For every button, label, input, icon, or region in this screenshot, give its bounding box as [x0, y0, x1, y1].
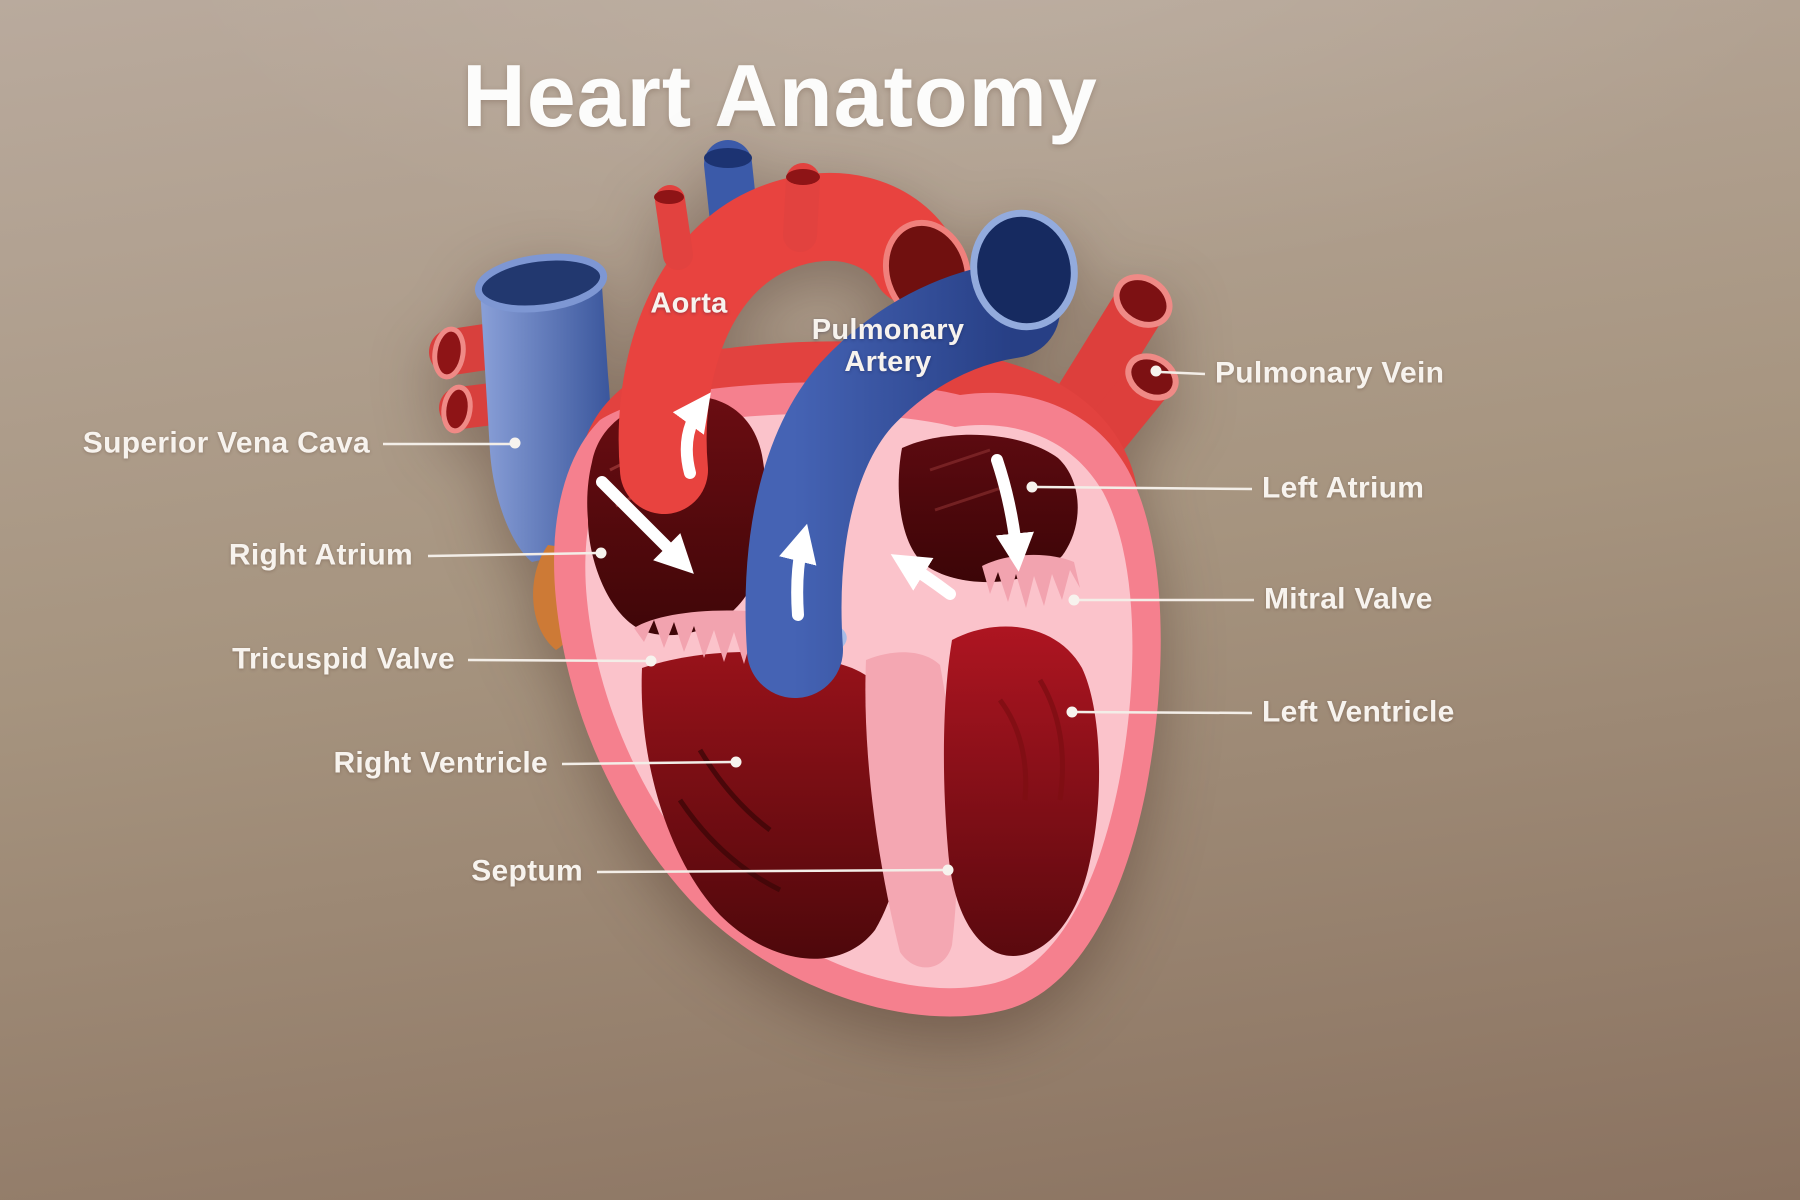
right-ventricle-chamber: [641, 651, 906, 959]
label-aorta: Aorta: [650, 287, 728, 320]
label-left-atrium: Left Atrium: [1262, 471, 1425, 505]
label-right-atrium: Right Atrium: [228, 538, 413, 572]
label-pulmonary-vein: Pulmonary Vein: [1215, 356, 1445, 390]
label-tricuspid-valve: Tricuspid Valve: [232, 642, 455, 676]
left-ventricle-chamber: [943, 626, 1100, 956]
flow-arrows: [596, 392, 1034, 621]
label-left-ventricle: Left Ventricle: [1262, 695, 1455, 729]
label-pulmonary-artery: Pulmonary Artery: [811, 313, 965, 378]
page-title: Heart Anatomy: [462, 46, 1098, 145]
septum-shape: [865, 652, 958, 968]
label-septum: Septum: [471, 854, 583, 888]
label-right-ventricle: Right Ventricle: [333, 746, 548, 780]
label-mitral-valve: Mitral Valve: [1264, 582, 1433, 616]
label-superior-vena-cava: Superior Vena Cava: [82, 426, 370, 460]
callout-dots: [509, 365, 1162, 876]
callout-lines: [383, 370, 1254, 874]
